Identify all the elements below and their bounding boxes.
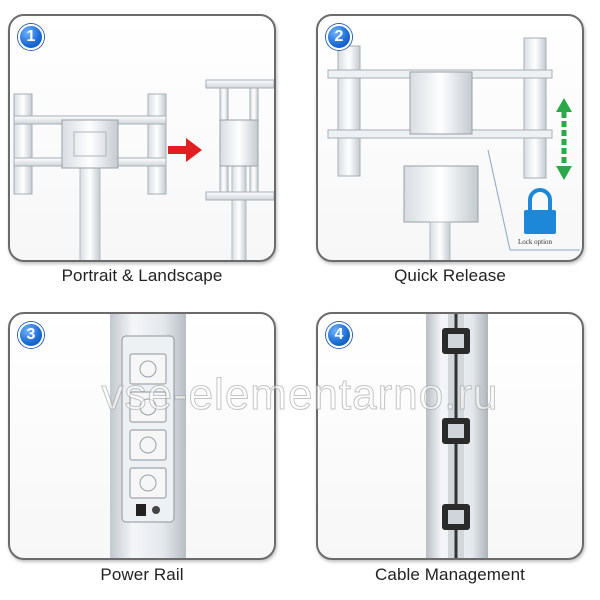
panel-power-rail: 3 (8, 312, 276, 560)
step-number-badge: 4 (326, 322, 352, 348)
caption-power-rail: Power Rail (100, 565, 184, 584)
caption-quick-release: Quick Release (394, 266, 506, 285)
red-arrow-icon (168, 138, 202, 162)
power-socket-icon (129, 353, 167, 499)
panel-cable-management: 4 (316, 312, 584, 560)
green-arrow-down-icon (556, 166, 572, 180)
lock-option-label: Lock option (518, 238, 553, 246)
caption-cable-management: Cable Management (375, 565, 525, 584)
panel-quick-release: 2 Lock option (316, 14, 584, 262)
power-switch-icon (136, 504, 146, 516)
caption-portrait-landscape: Portrait & Landscape (61, 266, 223, 285)
step-number-badge: 3 (18, 322, 44, 348)
power-rail-illustration (110, 314, 186, 558)
panel-portrait-landscape: 1 (8, 14, 276, 262)
step-number-badge: 1 (18, 24, 44, 50)
green-arrow-up-icon (556, 98, 572, 112)
step-number-badge: 2 (326, 24, 352, 50)
cable-management-illustration (426, 314, 488, 558)
quick-release-illustration (327, 37, 580, 260)
lock-icon (528, 188, 552, 210)
portrait-landscape-illustration (13, 79, 274, 260)
